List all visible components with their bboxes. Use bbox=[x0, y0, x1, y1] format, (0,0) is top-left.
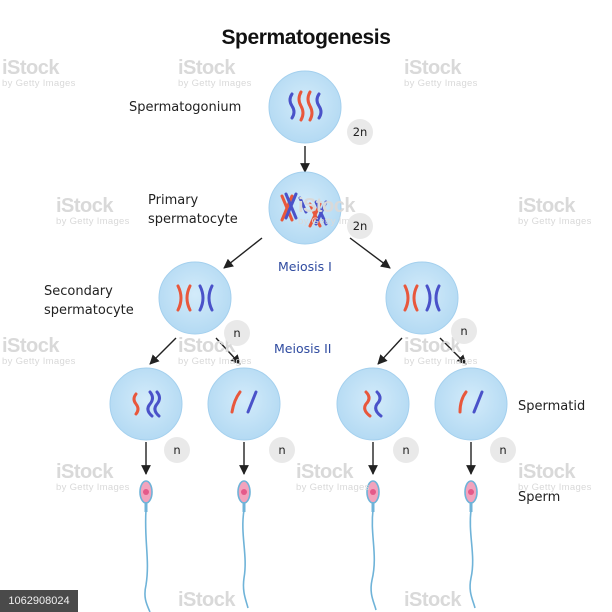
primary-spermatocyte-cell bbox=[268, 171, 342, 245]
ploidy-badge-spermatid-2: n bbox=[269, 437, 295, 463]
sperm-3 bbox=[366, 480, 380, 611]
watermark: iStock bbox=[404, 589, 462, 611]
arrow-primary-to-secondary-left bbox=[223, 237, 263, 269]
arrow-secondary-left-to-spermatid-2 bbox=[215, 337, 241, 365]
spermatogonium-cell bbox=[268, 70, 342, 144]
spermatid-cell-3 bbox=[336, 367, 410, 441]
ploidy-badge-primary: 2n bbox=[347, 213, 373, 239]
arrow-secondary-right-to-spermatid-4 bbox=[439, 337, 467, 365]
secondary-spermatocyte-cell-left bbox=[158, 261, 232, 335]
spermatid-cell-4 bbox=[434, 367, 508, 441]
arrow-primary-to-secondary-right bbox=[349, 237, 391, 269]
ploidy-badge-secondary-right: n bbox=[451, 318, 477, 344]
sperm-1 bbox=[139, 480, 153, 612]
arrow-secondary-right-to-spermatid-3 bbox=[377, 337, 403, 365]
label-meiosis-2: Meiosis II bbox=[274, 341, 332, 356]
stock-id-label: 1062908024 bbox=[0, 590, 78, 612]
watermark: iStock bbox=[178, 589, 236, 611]
spermatid-cell-1 bbox=[109, 367, 183, 441]
ploidy-badge-spermatogonium: 2n bbox=[347, 119, 373, 145]
ploidy-badge-spermatid-1: n bbox=[164, 437, 190, 463]
sperm-4 bbox=[464, 480, 478, 609]
secondary-spermatocyte-cell-right bbox=[385, 261, 459, 335]
label-spermatogonium: Spermatogonium bbox=[129, 100, 242, 115]
arrow-secondary-left-to-spermatid-1 bbox=[149, 337, 177, 365]
ploidy-badge-secondary-left: n bbox=[224, 320, 250, 346]
label-primary-spermatocyte: Primary spermatocyte bbox=[148, 193, 238, 227]
label-spermatid: Spermatid bbox=[518, 399, 586, 414]
ploidy-badge-spermatid-3: n bbox=[393, 437, 419, 463]
label-meiosis-1: Meiosis I bbox=[278, 259, 332, 274]
sperm-2 bbox=[237, 480, 251, 609]
arrows bbox=[141, 146, 476, 475]
diagram-title: Spermatogenesis bbox=[221, 26, 391, 49]
spermatid-cell-2 bbox=[207, 367, 281, 441]
label-secondary-spermatocyte: Secondary spermatocyte bbox=[44, 284, 134, 318]
label-sperm: Sperm bbox=[518, 490, 561, 505]
ploidy-badge-spermatid-4: n bbox=[490, 437, 516, 463]
